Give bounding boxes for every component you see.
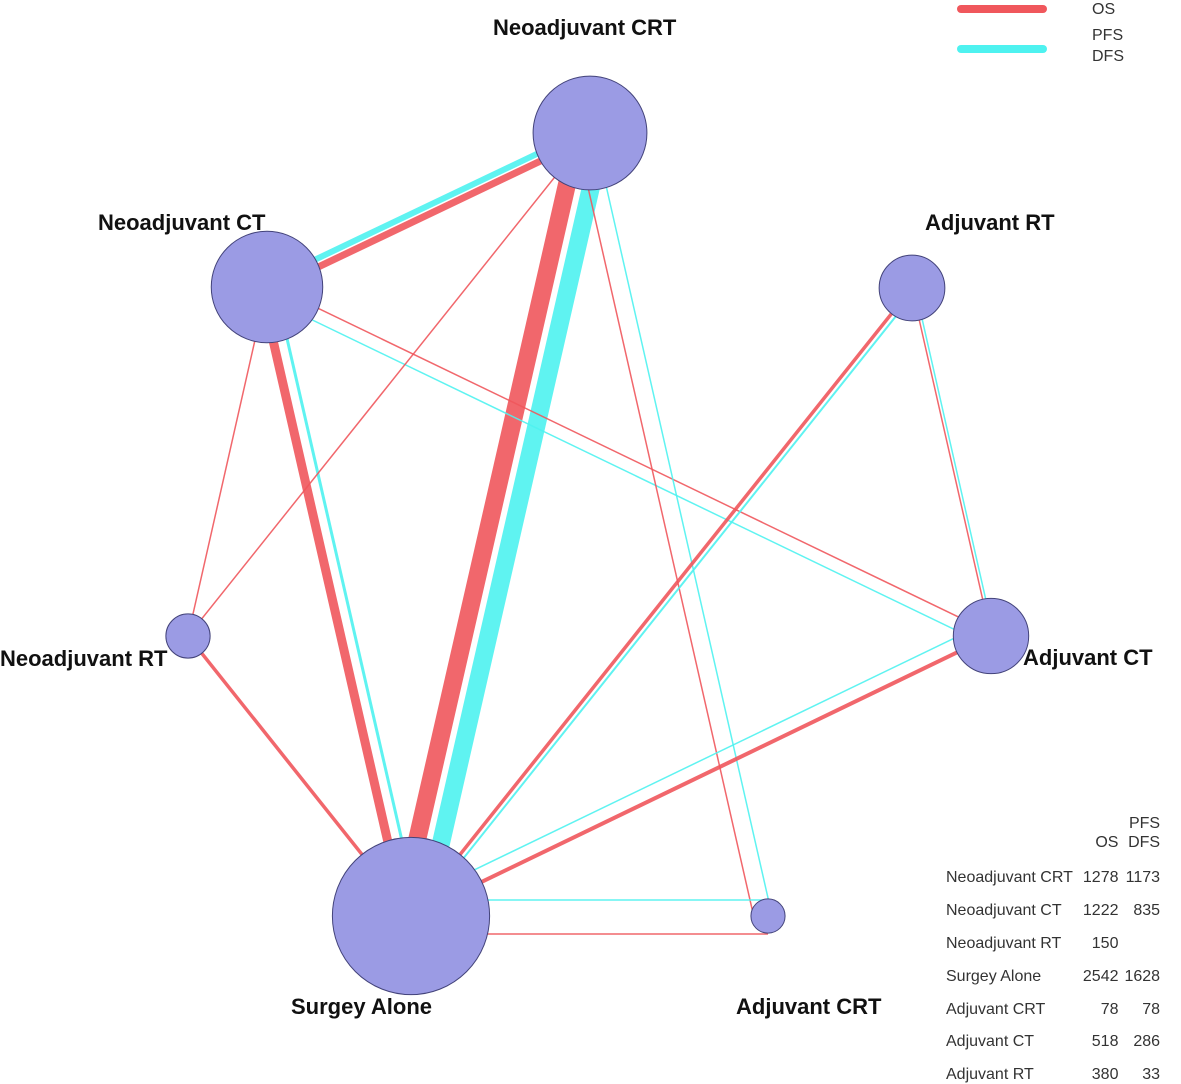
table-header-pfs: PFS	[1128, 815, 1161, 832]
table-cell-pfs-dfs: 1173	[1125, 869, 1161, 887]
edge-ncrt-nrt-os	[187, 132, 591, 637]
legend-os-swatch	[957, 5, 1047, 13]
node-label-ncrt: Neoadjuvant CRT	[493, 15, 677, 40]
edge-art-act-pfs-dfs	[914, 287, 995, 636]
edge-ncrt-sa-os	[391, 128, 589, 916]
table-cell-treatment: Surgey Alone	[946, 967, 1042, 985]
table-header-row: OS PFS DFS	[942, 814, 1162, 862]
node-ncrt	[532, 75, 648, 191]
node-label-nrt: Neoadjuvant RT	[0, 646, 168, 671]
table-cell-os: 2542	[1082, 967, 1119, 985]
edge-art-act-os	[911, 287, 992, 637]
edge-nct-sa-pfs-dfs	[273, 284, 421, 915]
node-label-nct: Neoadjuvant CT	[98, 210, 266, 235]
node-label-acrt: Adjuvant CRT	[736, 994, 882, 1019]
table-row: Neoadjuvant CRT 1278 1173	[942, 862, 1162, 895]
table-cell-os: 1222	[1082, 902, 1119, 920]
edge-act-sa-pfs-dfs	[404, 622, 986, 905]
table-cell-os: 518	[1091, 1033, 1119, 1051]
table-row: Adjuvant RT 380 33	[942, 1059, 1162, 1084]
table-row: Adjuvant CT 518 286	[942, 1026, 1162, 1059]
node-label-act: Adjuvant CT	[1023, 645, 1153, 670]
table-cell-os: 78	[1100, 1000, 1119, 1018]
node-act	[952, 597, 1030, 675]
table-cell-os: 150	[1091, 934, 1119, 952]
node-label-art: Adjuvant RT	[925, 210, 1055, 235]
table-cell-os: 380	[1091, 1066, 1119, 1084]
node-nct	[210, 230, 324, 344]
node-sa	[331, 836, 491, 996]
edge-act-sa-os	[410, 634, 992, 918]
node-label-sa: Surgey Alone	[291, 994, 432, 1019]
legend-os-label: OS	[1092, 1, 1116, 18]
table-cell-pfs-dfs: 1628	[1124, 967, 1161, 985]
edge-ncrt-nct-os	[267, 133, 594, 294]
edge-nct-nrt-os	[187, 286, 268, 637]
table-cell-treatment: Neoadjuvant CT	[946, 902, 1062, 920]
edge-nct-act-os	[267, 283, 993, 634]
edge-art-sa-pfs-dfs	[414, 290, 917, 920]
edge-nct-sa-os	[256, 287, 410, 919]
table-cell-os: 1278	[1082, 869, 1119, 887]
table-cell-pfs-dfs: 835	[1133, 902, 1161, 920]
node-acrt	[750, 898, 786, 934]
node-nrt	[165, 613, 211, 659]
node-art	[878, 254, 946, 322]
table-row: Neoadjuvant CT 1222 835	[942, 895, 1162, 928]
table-cell-treatment: Neoadjuvant CRT	[946, 869, 1073, 887]
legend-pfs-dfs-swatch	[957, 45, 1047, 53]
table-cell-treatment: Adjuvant RT	[946, 1066, 1034, 1084]
table-cell-pfs-dfs	[1120, 928, 1162, 961]
legend-dfs-label: DFS	[1092, 48, 1124, 65]
edge-nct-act-pfs-dfs	[262, 295, 987, 646]
edge-art-sa-os	[409, 286, 914, 918]
edge-ncrt-nct-pfs-dfs	[263, 126, 590, 287]
table-header-treatment	[942, 814, 1079, 862]
table-cell-treatment: Adjuvant CRT	[946, 1000, 1046, 1018]
edge-layer	[186, 126, 995, 935]
table-row: Adjuvant CRT 78 78	[942, 993, 1162, 1026]
table-cell-treatment: Neoadjuvant RT	[946, 934, 1062, 952]
edge-ncrt-acrt-os	[575, 135, 756, 920]
table-cell-pfs-dfs: 33	[1142, 1066, 1161, 1084]
table-header-pfs-dfs: PFS DFS	[1120, 814, 1162, 862]
table-cell-treatment: Adjuvant CT	[946, 1033, 1035, 1051]
edge-ncrt-sa-pfs-dfs	[414, 133, 612, 921]
table-row: Surgey Alone 2542 1628	[942, 960, 1162, 993]
table-cell-pfs-dfs: 286	[1133, 1033, 1161, 1051]
table-header-os: OS	[1095, 834, 1119, 851]
table-cell-pfs-dfs: 78	[1142, 1000, 1161, 1018]
sample-size-table: OS PFS DFS Neoadjuvant CRT 1278 1173 Neoa…	[942, 814, 1162, 1084]
table-header-dfs: DFS	[1128, 834, 1161, 851]
edge-ncrt-acrt-pfs-dfs	[593, 131, 773, 916]
legend-pfs-label: PFS	[1092, 27, 1124, 44]
table-row: Neoadjuvant RT 150	[942, 928, 1162, 961]
node-layer	[165, 75, 1030, 996]
